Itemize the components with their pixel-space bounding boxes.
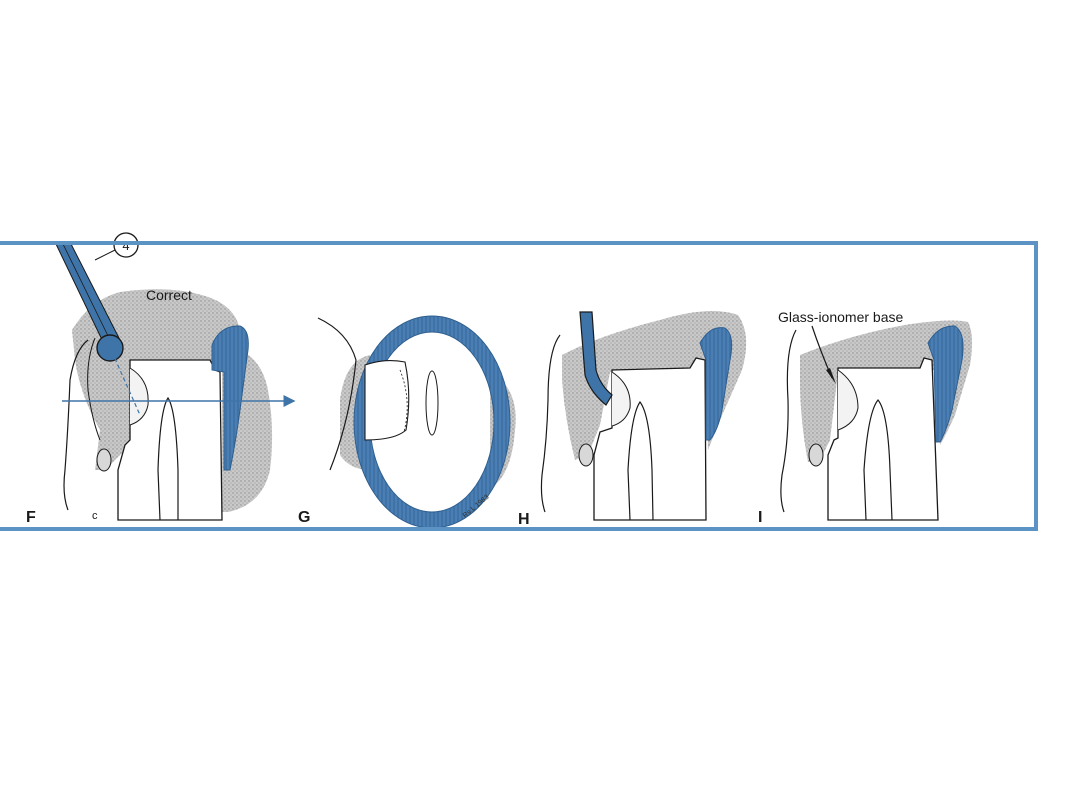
angle-dashed-line bbox=[111, 351, 141, 416]
callout-correct: Correct bbox=[146, 287, 192, 303]
calculus-deposit bbox=[96, 448, 112, 472]
glass-ionomer-base bbox=[837, 369, 859, 431]
instrument-tip bbox=[96, 334, 124, 362]
dentin-stipple bbox=[800, 320, 973, 462]
tooth-occlusal-view bbox=[364, 359, 410, 441]
figure-frame bbox=[0, 241, 1038, 531]
panel-h: H bbox=[518, 311, 747, 528]
panel-f: 4 Correct c F bbox=[26, 232, 296, 526]
instrument-tube bbox=[579, 311, 613, 406]
pulp-outline bbox=[863, 399, 893, 521]
pulp-outline bbox=[627, 400, 654, 521]
number-marker: 4 bbox=[122, 238, 129, 253]
enamel-band bbox=[211, 325, 249, 471]
contact-outline bbox=[425, 370, 439, 436]
restoration-curve bbox=[611, 371, 631, 427]
restoration-curve bbox=[129, 367, 149, 426]
preparation-curve bbox=[399, 369, 408, 433]
enamel-band bbox=[699, 327, 733, 441]
soft-tissue-outline bbox=[317, 317, 357, 471]
pulp-outline bbox=[157, 396, 179, 521]
gingiva-line-inner bbox=[87, 337, 101, 441]
panel-letter-i: I bbox=[758, 509, 762, 526]
panel-letter-f: F bbox=[26, 509, 36, 526]
number-marker-circle bbox=[113, 232, 139, 258]
small-label-c: c bbox=[92, 510, 98, 522]
dentin-stipple bbox=[562, 311, 747, 460]
matrix-band-ring bbox=[354, 316, 510, 528]
marker-leader bbox=[94, 249, 116, 261]
panel-i: Glass-ionomer base I bbox=[758, 309, 973, 526]
callout-arrowhead bbox=[826, 368, 836, 384]
callout-glass-ionomer: Glass-ionomer base bbox=[778, 309, 903, 325]
panel-letter-h: H bbox=[518, 511, 530, 528]
gingiva-line bbox=[540, 334, 561, 513]
gingiva-line bbox=[780, 329, 797, 513]
calculus-deposit bbox=[578, 443, 594, 467]
gingiva-line bbox=[63, 339, 89, 511]
enamel-band bbox=[927, 325, 964, 443]
panel-g: Rs.L 1983 G bbox=[298, 315, 516, 529]
calculus-deposit bbox=[808, 443, 824, 467]
instrument-edge bbox=[61, 241, 113, 345]
panel-letter-g: G bbox=[298, 509, 310, 526]
